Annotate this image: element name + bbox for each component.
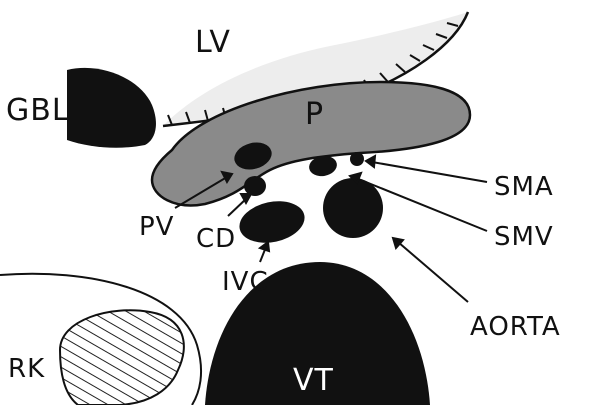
aorta-shape	[323, 178, 383, 238]
label-rk: RK	[8, 354, 45, 384]
label-p: P	[305, 97, 324, 132]
label-smv: SMV	[494, 222, 554, 252]
label-lv: LV	[195, 25, 231, 60]
kidney-inner-shape	[60, 310, 184, 405]
label-sma: SMA	[494, 172, 554, 202]
gallbladder-shape	[67, 68, 156, 148]
sma-shape	[350, 152, 364, 166]
label-pv: PV	[139, 212, 174, 242]
label-cd: CD	[196, 224, 236, 254]
label-gbl: GBL	[6, 93, 70, 128]
label-vt: VT	[293, 363, 334, 398]
label-aorta: AORTA	[470, 312, 561, 342]
label-ivc: IVC	[222, 267, 269, 297]
